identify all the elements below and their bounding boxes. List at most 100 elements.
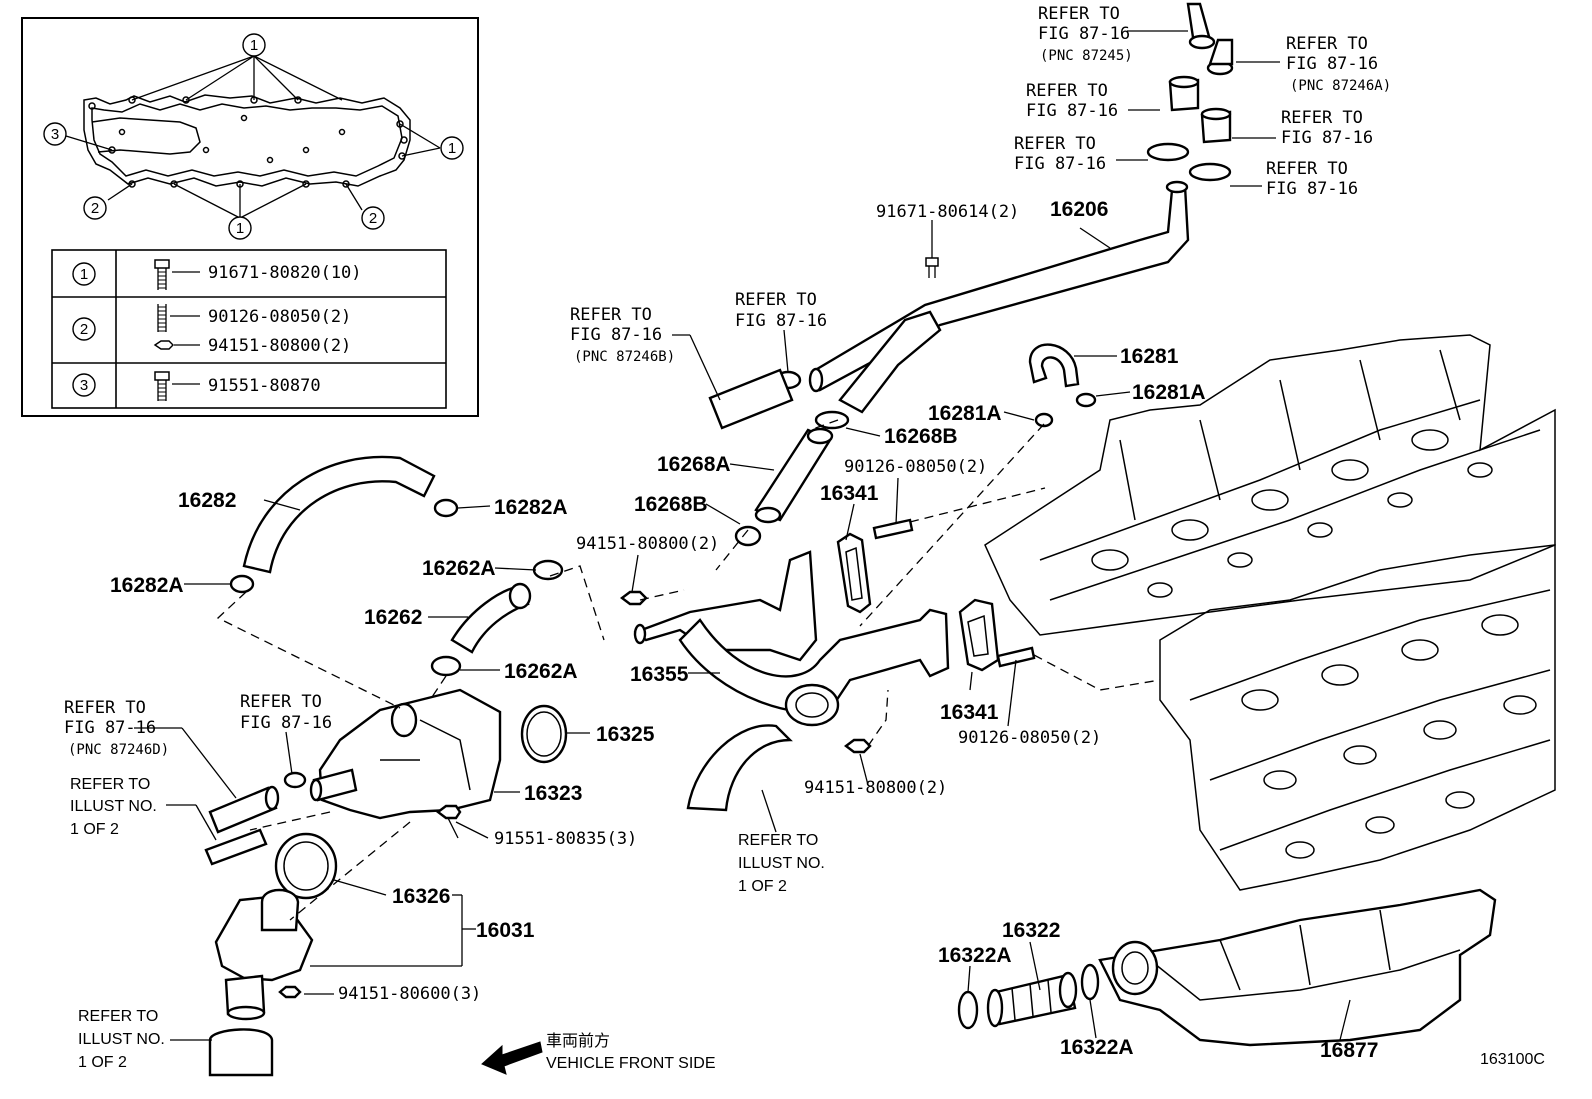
cylinder-head-right-bank [1159,544,1556,891]
hose-87246d-ref [208,785,280,834]
oring-16322a-right [1080,963,1100,1001]
ref-illust-bottom: REFER TO ILLUST NO. 1 OF 2 [78,1008,165,1071]
callout-1-right: 1 [440,136,464,160]
hose-87246b-ref [708,368,794,430]
svg-text:FIG 87-16: FIG 87-16 [1281,128,1373,148]
svg-text:1: 1 [80,266,88,283]
ref-pnc-87246d: REFER TO FIG 87-16 (PNC 87246D) [64,698,169,758]
fastener-table: 1 91671-80820(10) 2 9 [51,249,447,409]
label-16325: 16325 [596,723,655,746]
svg-text:REFER TO: REFER TO [1038,4,1120,24]
gasket-drawing [83,94,411,188]
svg-text:91551-80870: 91551-80870 [208,376,321,396]
hose-illust-ref-left [204,828,268,866]
svg-text:1: 1 [448,140,456,157]
ref-fig-87-16-b: REFER TO FIG 87-16 [1281,108,1373,148]
svg-text:REFER TO: REFER TO [70,776,150,793]
callout-2-right: 2 [361,206,385,230]
callout-3: 3 [43,122,67,146]
oring-16322a-left [957,990,979,1030]
svg-text:REFER TO: REFER TO [1281,108,1363,128]
inset-leaders [65,55,441,219]
bolt-91671-80614-drawing [925,257,939,278]
nut-94151-80600-drawing [278,985,302,999]
vehicle-front-jp: 車両前方 [546,1032,610,1050]
svg-text:REFER TO: REFER TO [1286,34,1368,54]
callout-1-bottom: 1 [228,216,252,240]
dashed-connectors [216,419,1161,921]
label-94151-80800-upper: 94151-80800(2) [576,534,719,554]
svg-text:FIG 87-16: FIG 87-16 [1266,179,1358,199]
svg-text:REFER TO: REFER TO [64,698,146,718]
label-91551-80835: 91551-80835(3) [494,829,637,849]
svg-text:FIG 87-16: FIG 87-16 [735,311,827,331]
label-16341-lower: 16341 [940,701,999,724]
svg-text:FIG 87-16: FIG 87-16 [1038,24,1130,44]
bolt-icon [154,259,170,290]
svg-text:ILLUST NO.: ILLUST NO. [738,855,825,872]
svg-text:ILLUST NO.: ILLUST NO. [70,798,157,815]
svg-text:(PNC 87246B): (PNC 87246B) [574,349,675,365]
cylinder-head-left-bank [984,334,1556,636]
label-16206: 16206 [1050,198,1108,221]
part-16268a-drawing [734,410,850,547]
svg-text:FIG 87-16: FIG 87-16 [1286,54,1378,74]
vehicle-front-en: VEHICLE FRONT SIDE [546,1055,716,1072]
nut-94151-80800-lower [844,738,872,754]
svg-text:(PNC 87245): (PNC 87245) [1040,48,1133,64]
hose-illust-ref-center [686,724,793,812]
svg-text:3: 3 [80,377,88,394]
callout-1-top: 1 [242,33,266,57]
label-16268b-lower: 16268B [634,493,708,516]
svg-text:REFER TO: REFER TO [1014,134,1096,154]
stud-90126-upper [872,518,914,540]
label-16326: 16326 [392,885,450,908]
gasket-16341-lower [958,598,1000,672]
svg-text:FIG 87-16: FIG 87-16 [1026,101,1118,121]
svg-text:91671-80820(10): 91671-80820(10) [208,263,362,283]
svg-text:2: 2 [91,200,99,217]
ref-pnc-87245: REFER TO FIG 87-16 (PNC 87245) [1038,4,1133,64]
label-90126-08050-upper: 90126-08050(2) [844,457,987,477]
svg-text:90126-08050(2): 90126-08050(2) [208,307,351,327]
label-16877: 16877 [1320,1039,1378,1062]
hose-ends-top [1146,2,1234,182]
svg-text:REFER TO: REFER TO [738,832,818,849]
label-16281a-left: 16281A [928,402,1002,425]
svg-text:(PNC 87246D): (PNC 87246D) [68,742,169,758]
svg-text:1: 1 [250,37,258,54]
label-16262a-upper: 16262A [422,557,496,580]
label-16322: 16322 [1002,919,1060,942]
svg-text:94151-80800(2): 94151-80800(2) [208,336,351,356]
nut-94151-80800-upper [620,590,648,606]
leader-lines [134,30,1351,1041]
svg-text:1 OF 2: 1 OF 2 [738,878,787,895]
gasket-16341-upper [836,532,872,614]
svg-text:3: 3 [51,126,59,143]
label-16268a: 16268A [657,453,731,476]
part-16355-drawing [633,550,950,727]
label-16262a-lower: 16262A [504,660,578,683]
vehicle-front-arrow-icon [481,1041,543,1075]
bolt-icon [154,371,170,401]
label-16268b-upper: 16268B [884,425,958,448]
part-16031-drawing [214,888,314,1021]
svg-text:1 OF 2: 1 OF 2 [70,821,119,838]
label-16355: 16355 [630,663,689,686]
bolt-91551-80835-drawing [436,804,462,839]
label-16281: 16281 [1120,345,1179,368]
svg-text:REFER TO: REFER TO [78,1008,158,1025]
callout-2-left: 2 [83,196,107,220]
svg-text:REFER TO: REFER TO [1266,159,1348,179]
table-row: 2 90126-08050(2) 94151-80800(2) [72,304,351,356]
svg-text:2: 2 [80,321,88,338]
part-16326-drawing [274,832,338,900]
label-16282: 16282 [178,489,236,512]
label-16323: 16323 [524,782,582,805]
part-16281-drawing [1028,343,1097,428]
label-16031: 16031 [476,919,535,942]
part-16322-drawing [986,971,1078,1028]
ref-fig-87-16-e: REFER TO FIG 87-16 [735,290,827,331]
figure-code: 163100C [1480,1051,1545,1068]
